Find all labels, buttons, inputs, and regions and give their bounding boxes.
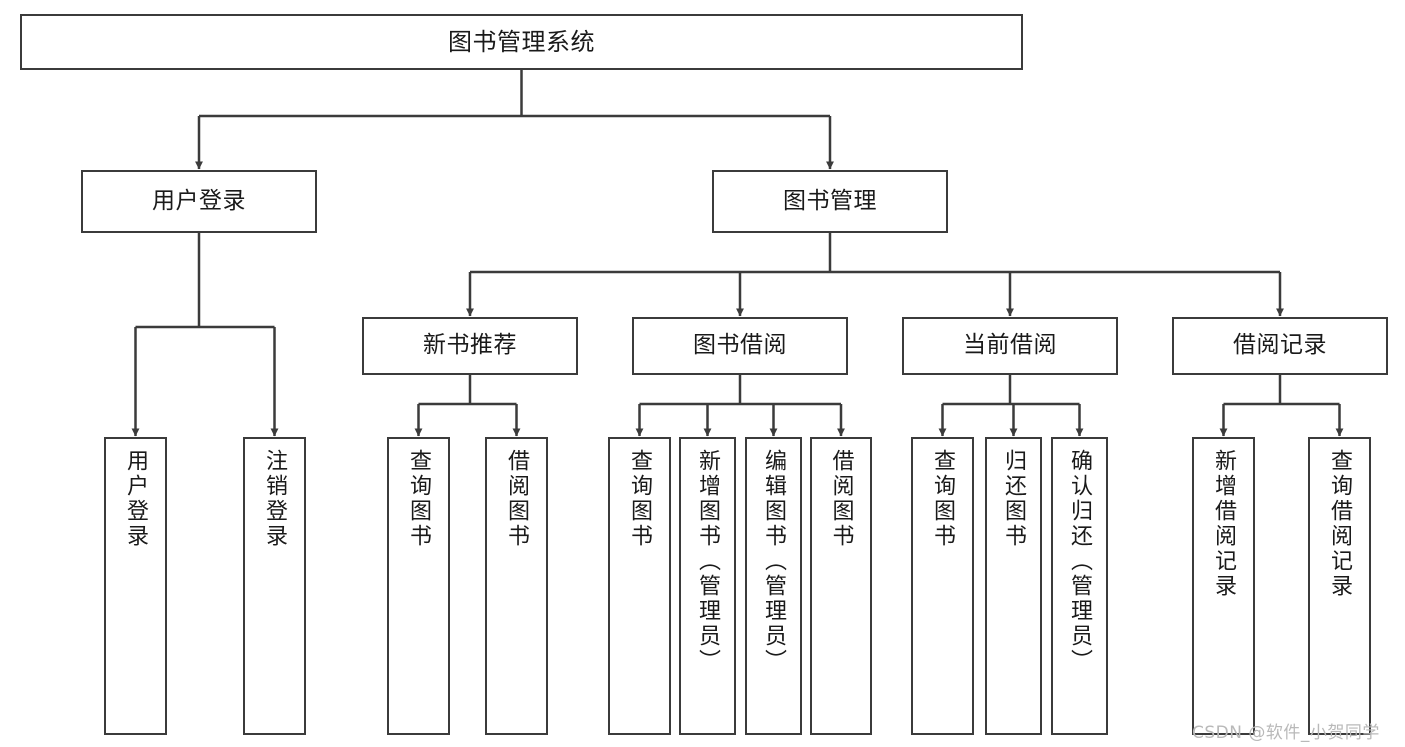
node-user-login[interactable]: 用户登录 [81,170,317,233]
node-leaf-rec-borrow-book[interactable]: 借阅图书 [485,437,548,735]
node-leaf-bb-edit-book[interactable]: 编辑图书（管理员） [745,437,802,735]
node-label: 确认归还（管理员） [1067,449,1093,674]
node-current-borrow[interactable]: 当前借阅 [902,317,1118,375]
node-leaf-user-logout[interactable]: 注销登录 [243,437,306,735]
node-label: 新增图书（管理员） [695,449,721,674]
node-leaf-br-query-record[interactable]: 查询借阅记录 [1308,437,1371,735]
node-leaf-cb-return-book[interactable]: 归还图书 [985,437,1042,735]
watermark-text: CSDN @软件_小贺同学 [1192,723,1380,743]
node-new-book-rec[interactable]: 新书推荐 [362,317,578,375]
node-label: 用户登录 [152,187,246,214]
node-leaf-br-add-record[interactable]: 新增借阅记录 [1192,437,1255,735]
node-label: 查询图书 [930,449,956,549]
node-label: 图书借阅 [693,332,787,359]
node-label: 当前借阅 [963,332,1057,359]
node-label: 注销登录 [262,449,288,549]
node-label: 新书推荐 [423,332,517,359]
node-label: 新增借阅记录 [1211,449,1237,599]
node-label: 借阅图书 [504,449,530,549]
node-label: 用户登录 [123,449,149,549]
node-label: 归还图书 [1001,449,1027,549]
node-leaf-bb-query-book[interactable]: 查询图书 [608,437,671,735]
node-label: 借阅记录 [1233,332,1327,359]
node-book-manage[interactable]: 图书管理 [712,170,948,233]
node-label: 图书管理 [783,187,877,214]
node-leaf-user-login[interactable]: 用户登录 [104,437,167,735]
node-label: 编辑图书（管理员） [761,449,787,674]
node-book-borrow[interactable]: 图书借阅 [632,317,848,375]
node-leaf-bb-add-book[interactable]: 新增图书（管理员） [679,437,736,735]
node-leaf-bb-borrow-book[interactable]: 借阅图书 [810,437,872,735]
node-label: 查询图书 [627,449,653,549]
node-label: 查询借阅记录 [1327,449,1353,599]
node-leaf-cb-query-book[interactable]: 查询图书 [911,437,974,735]
node-label: 借阅图书 [828,449,854,549]
node-leaf-rec-query-book[interactable]: 查询图书 [387,437,450,735]
node-leaf-cb-confirm-return[interactable]: 确认归还（管理员） [1051,437,1108,735]
node-label: 查询图书 [406,449,432,549]
node-root[interactable]: 图书管理系统 [20,14,1023,70]
edge-group [131,70,1344,437]
node-label: 图书管理系统 [448,27,595,56]
node-borrow-record[interactable]: 借阅记录 [1172,317,1388,375]
